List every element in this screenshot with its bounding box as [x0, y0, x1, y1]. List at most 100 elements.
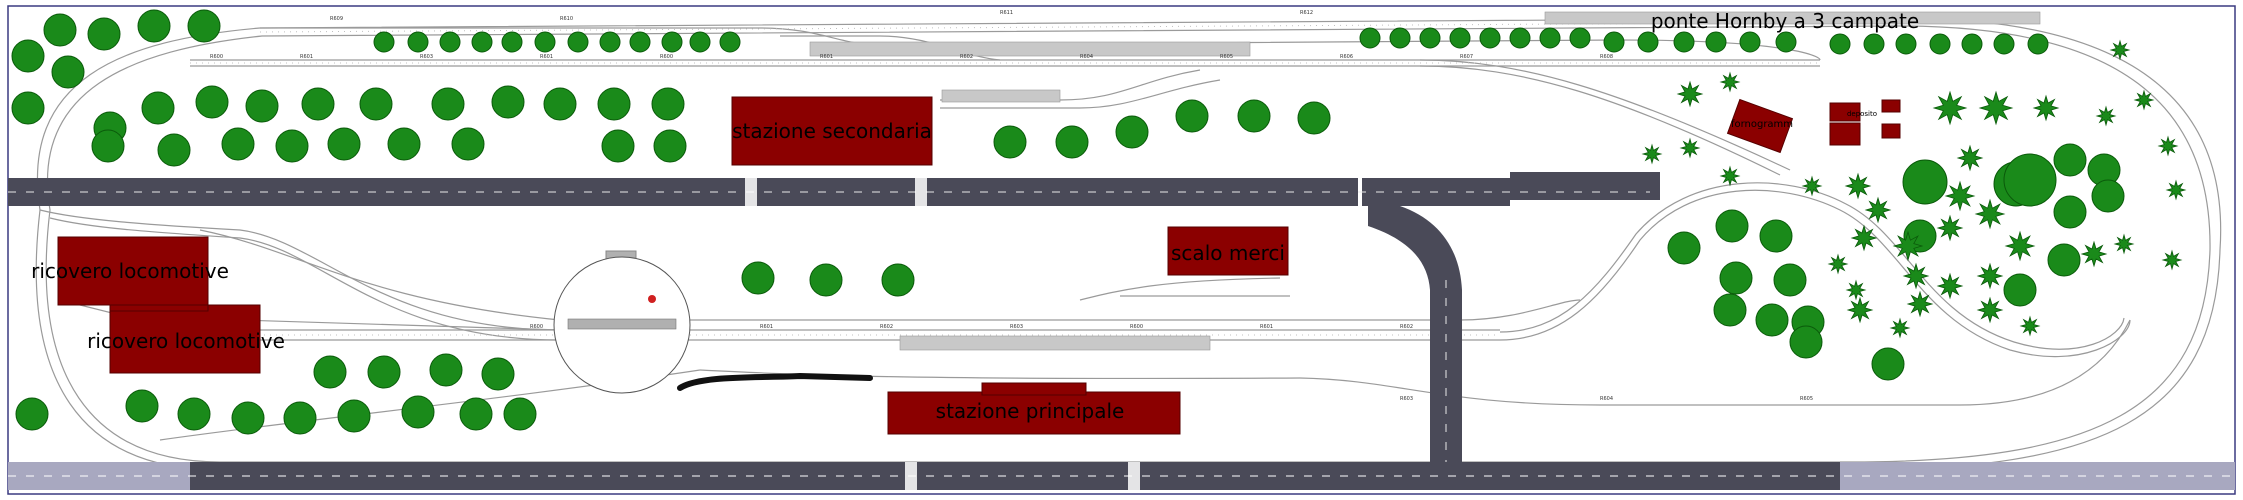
track-code: R600 — [1130, 324, 1143, 330]
roads — [8, 172, 2235, 490]
tree — [337, 399, 371, 433]
tree — [275, 129, 309, 163]
label-small-tilted: fornogramm — [1731, 119, 1793, 130]
conifer-tree — [2019, 315, 2041, 337]
tree — [1479, 27, 1501, 49]
tree — [1961, 33, 1983, 55]
track-code: R603 — [420, 54, 433, 60]
tree — [1055, 125, 1089, 159]
tree — [221, 127, 255, 161]
tree-large — [1902, 159, 1948, 205]
tree — [91, 129, 125, 163]
conifer-tree — [1978, 90, 2014, 126]
conifer-tree — [1850, 224, 1878, 252]
building-ricovero-2 — [109, 304, 261, 374]
tree — [459, 397, 493, 431]
tree — [51, 55, 85, 89]
tree — [481, 357, 515, 391]
tree — [501, 31, 523, 53]
tree — [1419, 27, 1441, 49]
tree — [567, 31, 589, 53]
building-ricovero-1 — [57, 236, 209, 306]
track-bottom-run — [1299, 319, 2131, 406]
track-right-diagonal-2 — [1419, 65, 1781, 176]
tree — [1389, 27, 1411, 49]
track-code: R607 — [1460, 54, 1473, 60]
tree — [1115, 115, 1149, 149]
track-code: R605 — [1220, 54, 1233, 60]
black-track-overlay — [677, 372, 873, 391]
trees-large — [1902, 153, 2057, 207]
tree — [881, 263, 915, 297]
track-code: R600 — [530, 324, 543, 330]
track-code: R611 — [1000, 10, 1013, 16]
road-crossings — [745, 178, 1140, 490]
conifer-tree — [1719, 165, 1741, 187]
conifer-tree — [2004, 230, 2036, 262]
building-stazione-principale — [887, 391, 1181, 435]
building-small-tilted — [1726, 98, 1794, 154]
tree — [1789, 325, 1823, 359]
tree — [313, 355, 347, 389]
building-small-4 — [1881, 99, 1901, 113]
track-left-curve-2 — [49, 217, 561, 341]
tree — [187, 9, 221, 43]
tree — [1715, 209, 1749, 243]
tree — [195, 85, 229, 119]
tree — [431, 87, 465, 121]
track-goods-siding — [1079, 277, 1281, 301]
building-stazione-principale-top — [981, 382, 1087, 396]
conifer-tree — [1889, 317, 1911, 339]
buildings — [57, 96, 1901, 435]
trees-conifer — [1641, 39, 2187, 339]
tree — [719, 31, 741, 53]
tree — [451, 127, 485, 161]
road-vertical — [1368, 206, 1462, 470]
tree — [741, 261, 775, 295]
tree — [1359, 27, 1381, 49]
tree — [1719, 261, 1753, 295]
conifer-tree — [2109, 39, 2131, 61]
track-code: R604 — [1600, 396, 1613, 402]
tree — [1993, 33, 2015, 55]
road-top-right — [1510, 172, 1660, 200]
building-stazione-secondaria — [731, 96, 933, 166]
track-mid-lower — [699, 369, 1301, 380]
platform-top — [809, 41, 1251, 57]
building-scalo-merci — [1167, 226, 1289, 276]
conifer-tree — [1719, 71, 1741, 93]
conifer-tree — [2165, 179, 2187, 201]
conifer-tree — [2080, 240, 2108, 268]
conifer-tree — [2157, 135, 2179, 157]
platform-secondary — [941, 89, 1061, 103]
tree — [141, 91, 175, 125]
track-code: R602 — [1400, 324, 1413, 330]
tree — [1895, 33, 1917, 55]
conifer-tree — [1641, 143, 1663, 165]
tree — [1775, 31, 1797, 53]
conifer-tree — [1976, 262, 2004, 290]
tree — [651, 87, 685, 121]
tree — [43, 13, 77, 47]
track-code: R601 — [300, 54, 313, 60]
tree — [1509, 27, 1531, 49]
track-outer-loop-inner — [45, 25, 2211, 463]
tree — [137, 9, 171, 43]
conifer-tree — [2032, 94, 2060, 122]
tree — [1673, 31, 1695, 53]
conifer-tree — [2161, 249, 2183, 271]
tree — [125, 389, 159, 423]
track-code: R600 — [660, 54, 673, 60]
tree — [1603, 31, 1625, 53]
tree — [2027, 33, 2049, 55]
conifer-tree — [2133, 89, 2155, 111]
tree-large — [2003, 153, 2057, 207]
crossing-2 — [915, 178, 927, 206]
crossing-4 — [1128, 462, 1140, 490]
tree — [1705, 31, 1727, 53]
conifer-tree — [1932, 90, 1968, 126]
conifer-tree — [1827, 253, 1849, 275]
layout-border — [7, 5, 2236, 495]
tree — [359, 87, 393, 121]
